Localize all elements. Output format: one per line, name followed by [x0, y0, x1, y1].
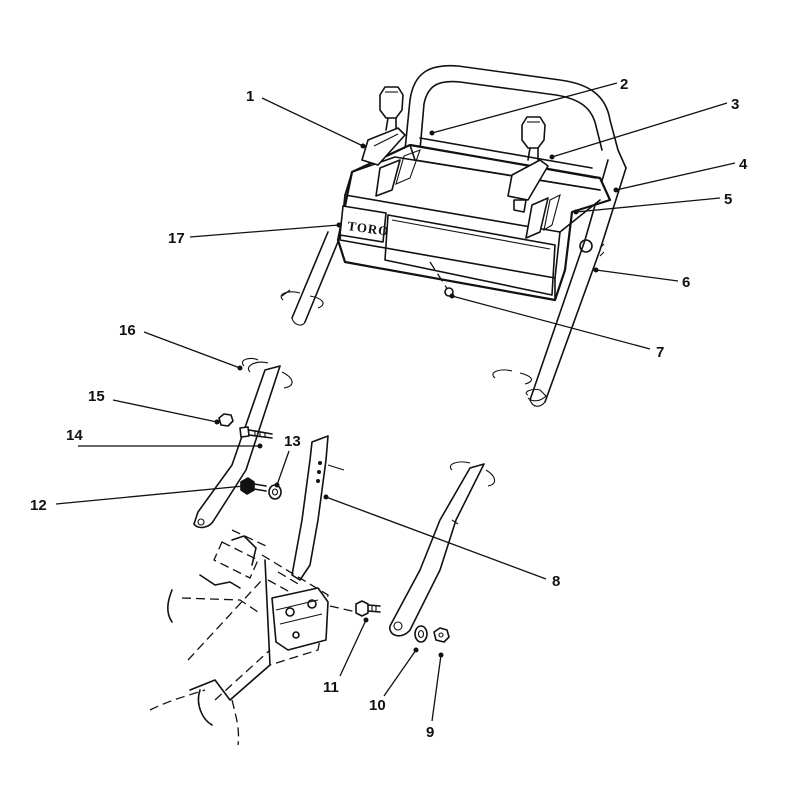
callout-labels: 1 2 3 4 5 6 7 8 9 10 11 12 13 14 15 16 1… — [30, 76, 748, 741]
callout-1: 1 — [246, 88, 254, 105]
mower-deck — [149, 529, 357, 746]
callout-3: 3 — [731, 96, 739, 113]
callout-10: 10 — [369, 697, 386, 714]
brand-label: TORO — [347, 218, 391, 239]
bolt-11 — [355, 600, 381, 617]
nut-9 — [433, 627, 450, 643]
lower-handle-right — [389, 461, 496, 637]
callout-7: 7 — [656, 344, 664, 361]
upper-handle-assembly: TORO — [280, 64, 627, 407]
decal-window — [384, 214, 556, 296]
callout-8: 8 — [552, 573, 560, 590]
washer-10 — [414, 625, 428, 643]
bolt-12 — [240, 477, 267, 495]
callout-12: 12 — [30, 497, 47, 514]
right-control-lever — [507, 116, 549, 213]
callout-5: 5 — [724, 191, 732, 208]
left-control-lever — [361, 86, 406, 166]
clip-16 — [241, 357, 259, 367]
lower-handle-left — [193, 361, 293, 529]
callout-14: 14 — [66, 427, 83, 444]
upper-handle-left-tube — [304, 231, 343, 323]
nut-15 — [218, 413, 234, 427]
washer-13 — [268, 484, 282, 500]
control-bracket — [291, 435, 345, 581]
bolt-14 — [239, 426, 273, 439]
callout-11: 11 — [323, 679, 339, 696]
upper-handle-right-tube — [544, 167, 627, 403]
callout-4: 4 — [739, 156, 748, 173]
callout-17: 17 — [168, 230, 185, 247]
callout-13: 13 — [284, 433, 301, 450]
leader-lines — [55, 82, 736, 722]
callout-2: 2 — [620, 76, 628, 93]
callout-6: 6 — [682, 274, 690, 291]
callout-9: 9 — [426, 724, 434, 741]
upper-handle-loop — [404, 64, 627, 169]
callout-15: 15 — [88, 388, 105, 405]
callout-16: 16 — [119, 322, 136, 339]
